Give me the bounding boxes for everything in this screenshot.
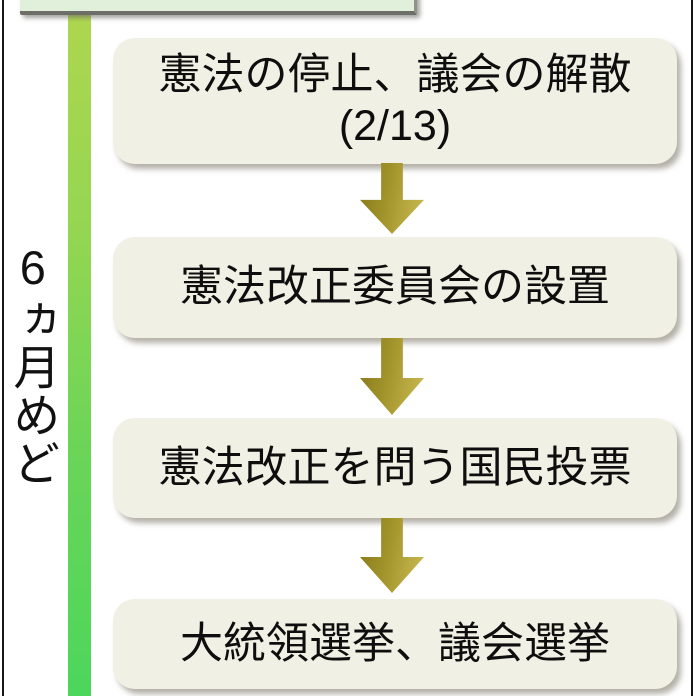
step-label: 憲法改正を問う国民投票 [158,443,632,492]
header-box-cropped [20,0,417,15]
down-arrow-icon [360,338,424,415]
timeline-duration-label: 6ヵ月めど [6,241,60,487]
step-box-amendment-committee: 憲法改正委員会の設置 [113,237,677,338]
step-box-referendum: 憲法改正を問う国民投票 [113,418,677,518]
right-frame-line [691,0,693,696]
down-arrow-icon [360,163,424,234]
step-date-label: (2/13) [338,102,452,150]
left-frame-line [2,0,4,696]
down-arrow-icon [360,518,424,593]
step-label: 憲法の停止、議会の解散 [158,51,632,100]
step-label: 憲法改正委員会の設置 [180,263,610,312]
step-box-elections: 大統領選挙、議会選挙 [113,599,677,689]
step-box-constitution-suspension: 憲法の停止、議会の解散 (2/13) [113,38,677,164]
step-label: 大統領選挙、議会選挙 [180,619,610,668]
timeline-bar [68,11,91,696]
